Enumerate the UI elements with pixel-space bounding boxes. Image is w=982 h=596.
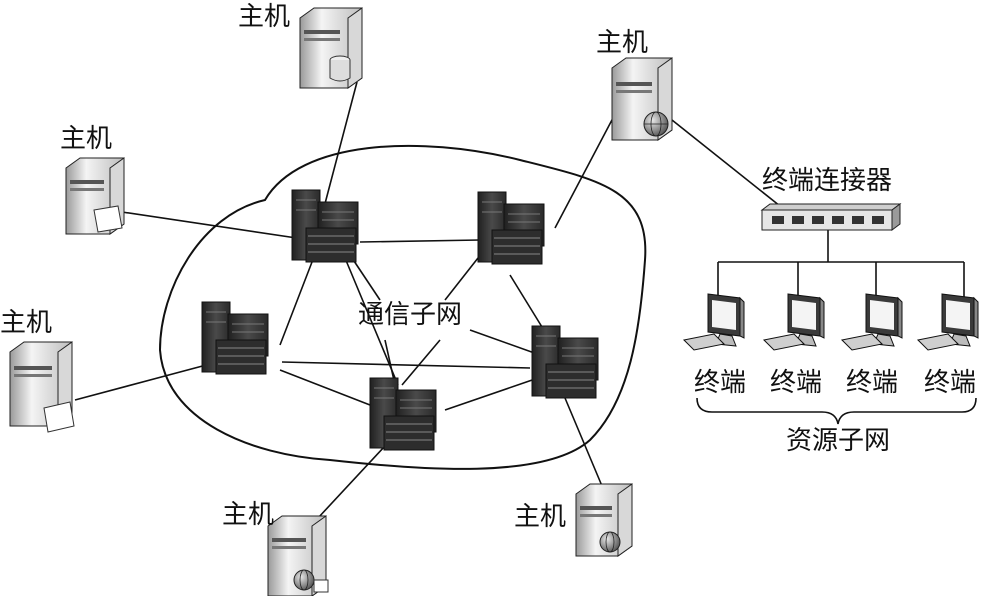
globe-icon <box>599 531 621 553</box>
host-mid-left[interactable] <box>9 341 75 433</box>
host-top-label: 主机 <box>238 2 291 32</box>
links <box>74 81 977 519</box>
host-bottom-label: 主机 <box>222 500 275 530</box>
terminal-2[interactable] <box>762 293 825 351</box>
host-top[interactable] <box>299 7 363 89</box>
link-label-e <box>401 339 441 386</box>
host-bottom-right[interactable] <box>575 483 633 557</box>
link-host-top-to-switch-a <box>321 81 358 216</box>
document-icon <box>313 579 329 593</box>
terminal-connector-device[interactable] <box>760 203 902 231</box>
terminal-1-label: 终端 <box>694 368 747 398</box>
host-top-right[interactable] <box>611 57 673 141</box>
database-icon <box>329 55 351 82</box>
switch-a[interactable] <box>291 189 359 263</box>
globe-icon <box>293 569 315 591</box>
terminal-4[interactable] <box>916 293 979 351</box>
terminal-4-label: 终端 <box>924 368 977 398</box>
terminal-3[interactable] <box>840 293 903 351</box>
terminal-1[interactable] <box>682 293 745 351</box>
host-left[interactable] <box>65 157 125 235</box>
link-host-left-to-switch-a <box>121 211 311 241</box>
switch-d[interactable] <box>201 301 269 375</box>
terminal-3-label: 终端 <box>846 368 899 398</box>
switch-c[interactable] <box>531 325 599 399</box>
host-mid-left-label: 主机 <box>0 308 53 338</box>
resource-subnet-label: 资源子网 <box>786 426 891 456</box>
link-a-d <box>279 261 313 346</box>
link-d-c <box>281 361 531 369</box>
host-top-right-label: 主机 <box>596 28 649 58</box>
document-icon <box>93 205 123 233</box>
document-icon <box>43 401 75 433</box>
link-d-e <box>279 369 371 406</box>
terminal-2-label: 终端 <box>770 368 823 398</box>
communication-subnet-boundary <box>158 144 647 470</box>
link-host-mid-to-switch-d <box>74 359 226 401</box>
switch-e[interactable] <box>369 377 437 451</box>
link-host-bottomright-to-switch-c <box>564 397 603 487</box>
link-b-label <box>444 257 479 301</box>
link-a-label <box>351 257 381 301</box>
link-a-b <box>359 239 481 243</box>
resource-subnet-brace <box>696 397 977 425</box>
switch-b[interactable] <box>477 191 545 265</box>
link-e-c <box>444 377 539 411</box>
link-host-topright-to-switch-b <box>554 117 614 229</box>
globe-icon <box>643 111 669 137</box>
link-host-to-connector <box>671 119 781 207</box>
host-left-label: 主机 <box>60 124 113 154</box>
terminal-connector-label: 终端连接器 <box>762 166 893 196</box>
link-label-c <box>469 329 541 356</box>
host-bottom-right-label: 主机 <box>514 502 567 532</box>
communication-subnet-label: 通信子网 <box>358 300 463 330</box>
host-bottom[interactable] <box>267 515 329 596</box>
